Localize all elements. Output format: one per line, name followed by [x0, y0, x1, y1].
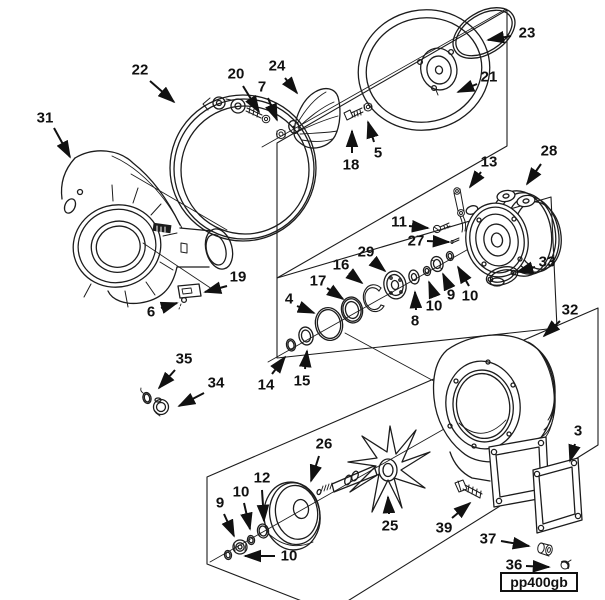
part-arrow-37 [500, 536, 531, 550]
part-arrow-33 [515, 261, 536, 274]
part-ring-10-mid1 [422, 265, 432, 277]
part-arrow-16 [345, 268, 364, 285]
part-ring-10-mid2 [445, 250, 455, 262]
part-turbine-wheel-shaft [316, 425, 431, 513]
part-arrow-25 [382, 495, 396, 515]
part-bolt-18 [343, 107, 364, 121]
part-arrow-13 [468, 170, 485, 189]
part-seal-15 [298, 326, 314, 346]
part-bolt-39 [454, 479, 483, 499]
part-ring-10-bot1 [246, 534, 256, 546]
part-arrow-11 [408, 220, 430, 233]
part-snap-ring-16 [362, 284, 385, 313]
part-pin-27 [450, 237, 460, 244]
part-arrow-10a [428, 280, 441, 300]
part-arrow-9b [221, 513, 235, 538]
part-arrow-31 [53, 127, 71, 159]
part-arrow-35 [157, 369, 176, 390]
part-ring-12 [256, 523, 270, 539]
part-plug-34 [152, 397, 170, 417]
part-washer-8 [408, 269, 420, 285]
part-seal-plate-29 [383, 270, 407, 300]
part-arrow-39 [451, 501, 472, 519]
part-arrow-10c [240, 502, 253, 531]
part-arrow-21 [456, 79, 478, 93]
part-arrow-12 [256, 489, 270, 523]
part-ring-17 [340, 296, 364, 324]
part-arrow-28 [525, 163, 542, 186]
part-compressor-wheel [288, 87, 341, 149]
part-bolt-11 [432, 222, 451, 234]
part-arrow-34 [177, 392, 205, 407]
part-bearing-9-mid [430, 255, 444, 273]
part-plug-37 [537, 542, 553, 557]
part-arrow-15 [298, 349, 312, 370]
part-arrow-5 [366, 120, 379, 143]
part-ball-36 [560, 559, 572, 570]
part-nameplate [177, 283, 202, 299]
part-oring-23 [452, 7, 516, 59]
part-arrow-22 [149, 80, 176, 104]
part-clamp-nut-7 [276, 129, 286, 139]
part-link-13 [453, 187, 467, 233]
part-arrow-24 [281, 76, 299, 95]
part-compressor-housing [60, 150, 234, 310]
part-arrow-17 [326, 284, 345, 301]
part-arrow-8 [409, 290, 423, 311]
part-arrow-20 [242, 85, 260, 114]
part-arrow-23 [486, 31, 512, 44]
part-arrow-36 [525, 560, 551, 573]
part-arrow-9a [442, 272, 456, 292]
part-bearing-housing [465, 189, 562, 287]
part-arrow-27 [426, 234, 451, 248]
figure-code-label: pp400gb [500, 572, 578, 592]
part-arrow-7 [265, 97, 278, 122]
group-box-lower [206, 307, 599, 600]
part-arrow-26 [309, 455, 322, 483]
part-arrow-32 [542, 320, 561, 338]
part-arrow-10b [457, 265, 472, 287]
part-arrow-29 [368, 255, 387, 273]
part-oring-4 [314, 306, 344, 342]
part-oring-35 [140, 387, 152, 405]
part-ring-10-bot2 [223, 549, 233, 561]
part-arrow-4 [296, 301, 316, 314]
part-arrow-3 [568, 443, 581, 463]
part-backplate [357, 9, 491, 131]
part-nut-9-bot [232, 539, 248, 555]
part-screw-6 [178, 296, 188, 310]
part-oring-14 [285, 338, 297, 352]
part-arrow-14 [270, 355, 287, 375]
part-vband-clamp [169, 94, 317, 242]
part-arrow-6 [159, 301, 179, 314]
part-arrow-19 [203, 281, 228, 294]
